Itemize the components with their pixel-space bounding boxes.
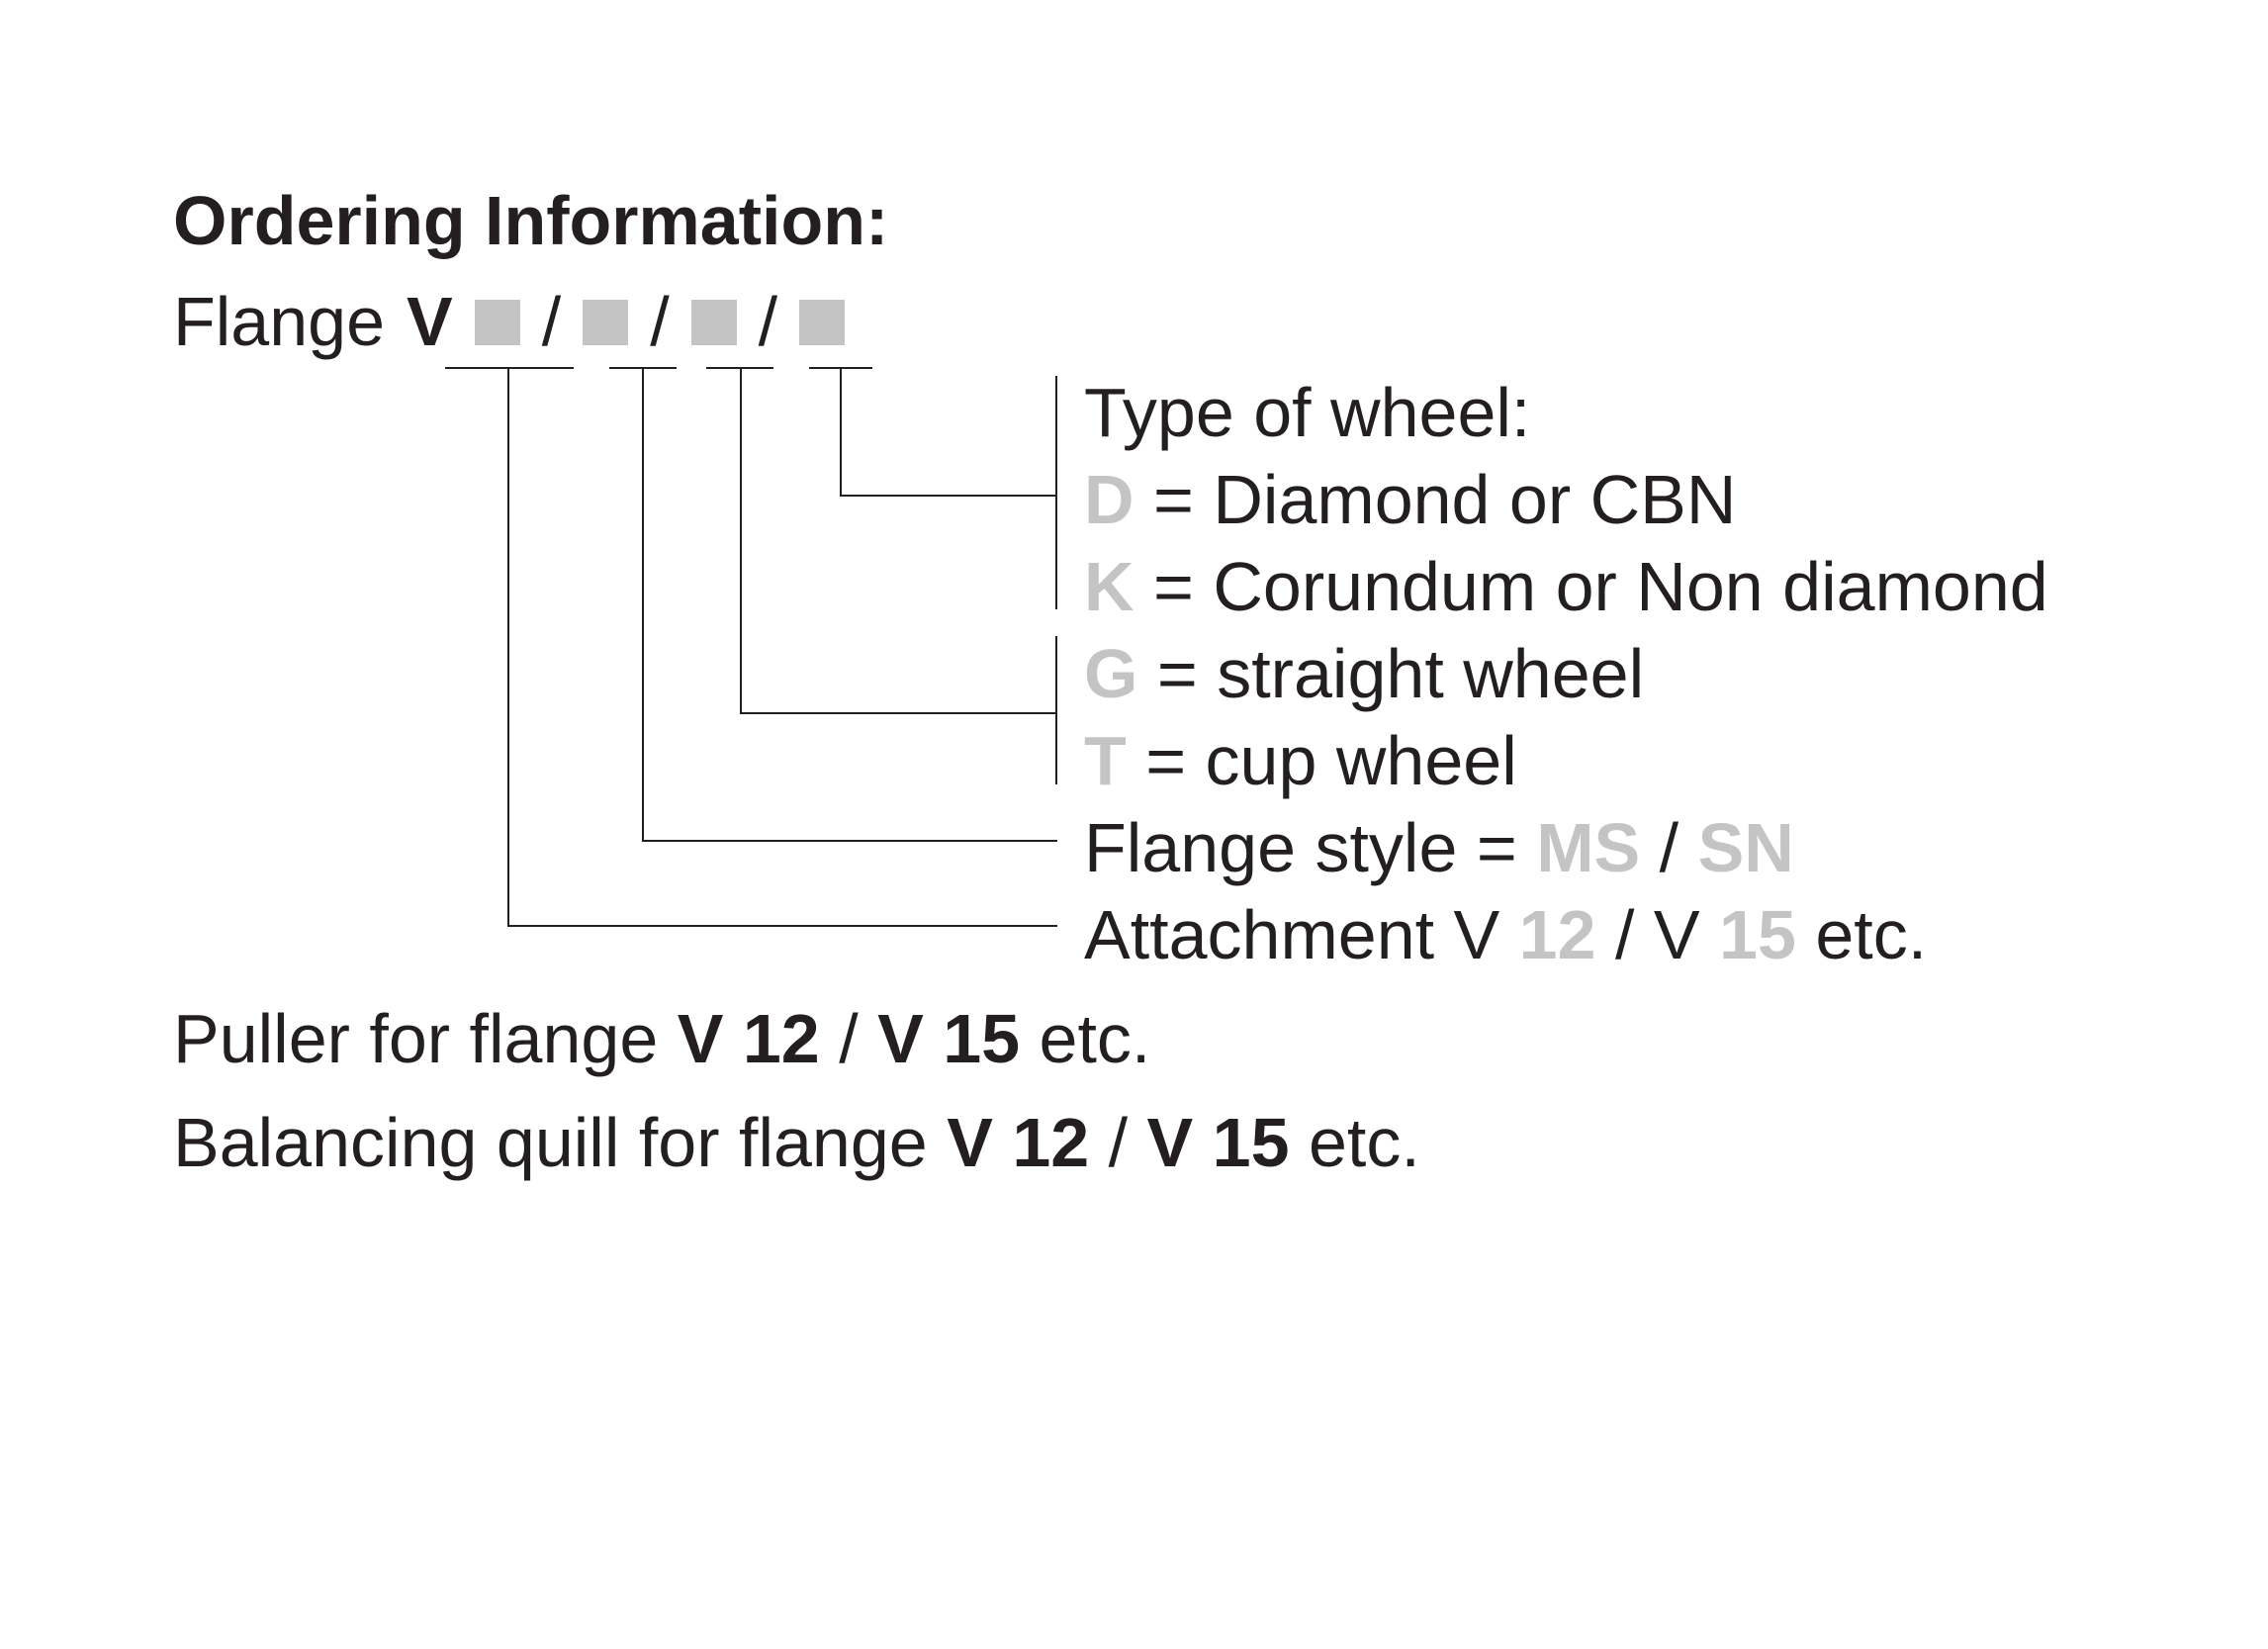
wheel-type-heading: Type of wheel:: [1084, 374, 1531, 451]
placeholder-wheel-type: [799, 300, 846, 345]
balancing-suffix: etc.: [1309, 1104, 1420, 1181]
code-letter: V: [407, 283, 453, 360]
option-code-k: K: [1084, 548, 1134, 625]
puller-line: Puller for flange V 12 / V 15 etc.: [173, 1004, 1150, 1073]
code-slash-2: /: [650, 283, 670, 360]
balancing-v12: V 12: [947, 1104, 1090, 1181]
puller-suffix: etc.: [1039, 1000, 1151, 1077]
connector-flange-style-vertical: [642, 367, 644, 842]
wheel-shape-option-g: G = straight wheel: [1084, 639, 1644, 708]
wheel-type-option-k: K = Corundum or Non diamond: [1084, 552, 2048, 621]
bracket-wheel-shape: [1055, 636, 1057, 784]
flange-style-sep: /: [1659, 809, 1679, 886]
attachment-suffix: etc.: [1815, 896, 1928, 973]
connector-wheel-shape-horizontal: [740, 712, 1057, 714]
connector-attachment-horizontal: [507, 925, 1057, 927]
option-text-t: = cup wheel: [1145, 722, 1517, 799]
puller-sep: /: [839, 1000, 859, 1077]
code-slash-1: /: [541, 283, 562, 360]
attachment-line: Attachment V 12 / V 15 etc.: [1084, 900, 1927, 969]
balancing-text: Balancing quill for flange: [173, 1104, 928, 1181]
code-slash-3: /: [758, 283, 778, 360]
option-code-t: T: [1084, 722, 1127, 799]
placeholder-wheel-shape: [690, 300, 737, 345]
puller-v15: V 15: [877, 1000, 1021, 1077]
flange-style-sn: SN: [1697, 809, 1794, 886]
wheel-type-option-d: D = Diamond or CBN: [1084, 465, 1736, 534]
connector-wheel-type-vertical: [840, 367, 842, 497]
flange-style-label: Flange style =: [1084, 809, 1517, 886]
option-text-g: = straight wheel: [1156, 635, 1645, 712]
puller-text: Puller for flange: [173, 1000, 659, 1077]
connector-flange-style-horizontal: [642, 840, 1057, 842]
option-text-k: = Corundum or Non diamond: [1153, 548, 2048, 625]
connector-attachment-vertical: [507, 367, 509, 927]
attachment-v15: 15: [1719, 896, 1796, 973]
option-text-d: = Diamond or CBN: [1153, 461, 1737, 538]
option-code-g: G: [1084, 635, 1138, 712]
placeholder-flange-style: [583, 300, 629, 345]
option-code-d: D: [1084, 461, 1134, 538]
wheel-shape-option-t: T = cup wheel: [1084, 726, 1517, 795]
balancing-sep: /: [1108, 1104, 1129, 1181]
placeholder-attachment: [474, 300, 520, 345]
code-prefix: Flange: [173, 283, 386, 360]
connector-wheel-type-horizontal: [840, 495, 1057, 497]
attachment-v12: 12: [1518, 896, 1596, 973]
flange-style-line: Flange style = MS / SN: [1084, 813, 1794, 882]
attachment-label: Attachment V: [1084, 896, 1500, 973]
flange-style-ms: MS: [1536, 809, 1641, 886]
connector-wheel-shape-vertical: [740, 367, 742, 714]
attachment-mid: / V: [1615, 896, 1700, 973]
balancing-v15: V 15: [1146, 1104, 1290, 1181]
puller-v12: V 12: [677, 1000, 820, 1077]
balancing-line: Balancing quill for flange V 12 / V 15 e…: [173, 1108, 1420, 1177]
bracket-wheel-type: [1055, 376, 1057, 609]
underline-attachment: [445, 367, 574, 369]
title: Ordering Information:: [173, 182, 889, 259]
